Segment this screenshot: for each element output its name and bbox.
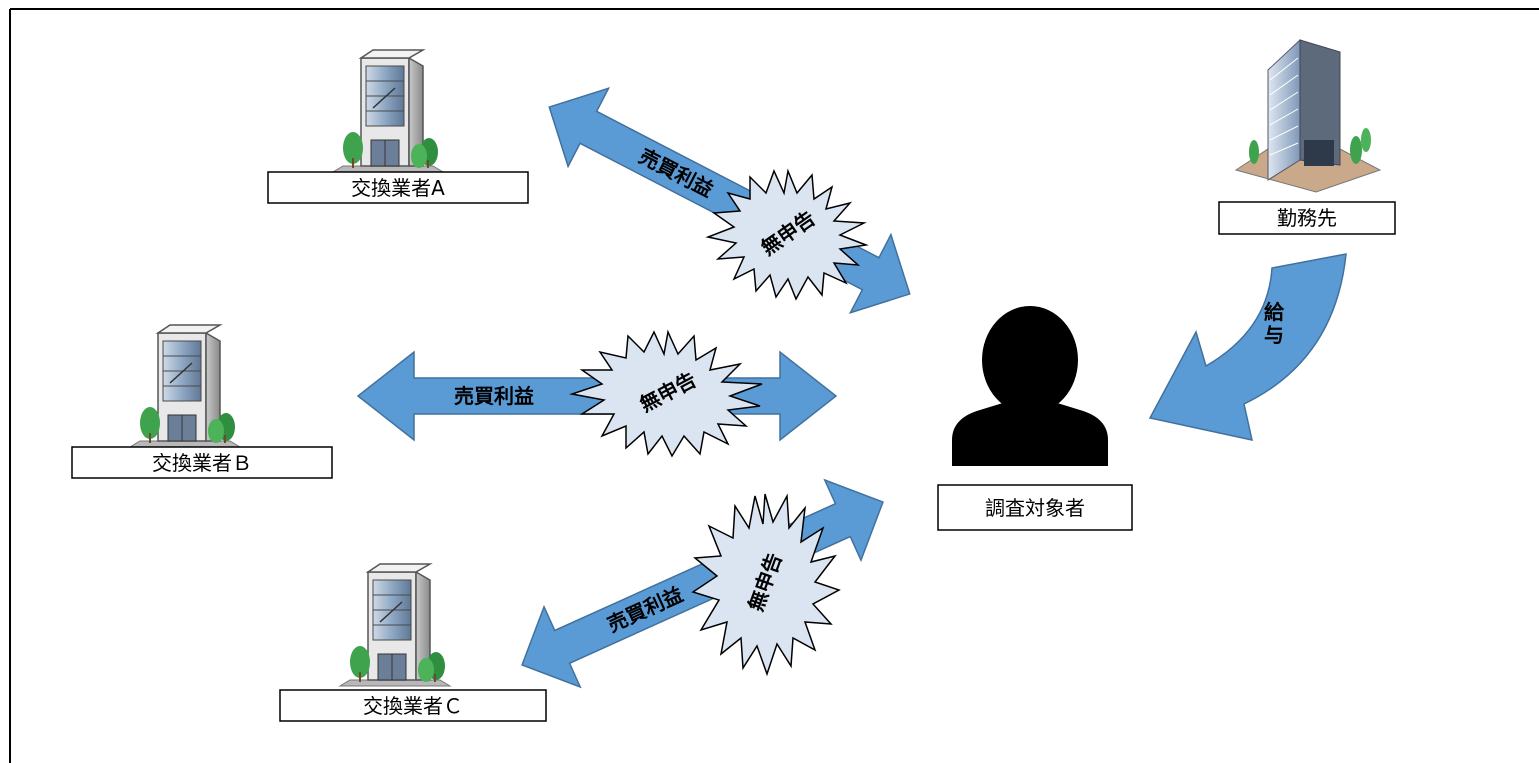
target-box	[937, 484, 1133, 531]
office-tower-icon	[1234, 38, 1382, 193]
building-icon	[332, 49, 444, 173]
exchange-c-label: 交換業者Ｃ	[363, 694, 463, 718]
employer-label: 勤務先	[1277, 206, 1337, 230]
undeclared-burst-a: 無申告	[705, 168, 869, 301]
salary-label-line1: 給	[1264, 300, 1285, 324]
salary-label-line2: 与	[1264, 323, 1284, 347]
exchange-a-label: 交換業者A	[351, 176, 445, 200]
person-silhouette-icon	[952, 306, 1108, 466]
building-icon	[339, 563, 451, 687]
exchange-b-label: 交換業者Ｂ	[152, 451, 252, 475]
exchange-c-box	[279, 689, 547, 722]
profit-arrow-c: 売買利益	[521, 478, 884, 689]
salary-arrow: 給 与	[1148, 253, 1347, 441]
profit-label-b: 売買利益	[454, 384, 534, 408]
undeclared-burst-b: 無申告	[569, 329, 763, 458]
employer-box	[1218, 201, 1396, 235]
profit-arrow-a: 売買利益	[548, 87, 911, 314]
exchange-b-box	[71, 446, 333, 479]
exchange-a-box	[267, 171, 529, 204]
building-icon	[129, 324, 241, 448]
undeclared-burst-c: 無申告	[691, 493, 841, 677]
target-label: 調査対象者	[985, 496, 1085, 520]
